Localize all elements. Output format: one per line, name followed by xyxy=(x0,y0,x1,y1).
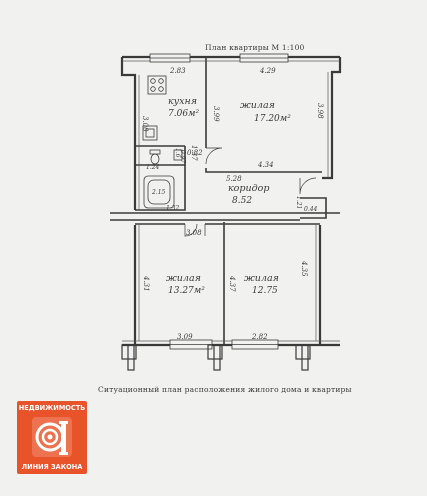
kitchen-sink-icon xyxy=(142,125,158,141)
wall-edges xyxy=(122,60,340,342)
plan-title: План квартиры М 1:100 xyxy=(205,43,305,52)
dim-living-top-right: 3.98 xyxy=(316,103,324,119)
room-area-closet: 0.44 xyxy=(304,206,318,213)
interior-walls xyxy=(110,57,340,345)
dim-corridor-top: 5.28 xyxy=(226,175,242,183)
dim-corridor-side: 1.37 xyxy=(190,145,198,161)
bottom-piers xyxy=(121,344,311,371)
room-area-living-left: 13.27м² xyxy=(168,286,205,296)
washbasin-icon xyxy=(173,149,183,161)
dim-kitchen-top: 2.83 xyxy=(169,67,186,75)
dim-living-left-bottom: 3.09 xyxy=(177,333,193,341)
room-area-living-top: 17.20м² xyxy=(254,114,291,124)
plan-caption: Ситуационный план расположения жилого до… xyxy=(98,385,352,394)
dim-living-left-left: 4.31 xyxy=(142,275,150,292)
dim-living-left-top: 3.08 xyxy=(186,229,202,237)
logo-top-text: НЕДВИЖИМОСТЬ xyxy=(18,404,86,412)
stove-icon xyxy=(147,75,167,95)
dim-living-top-top: 4.29 xyxy=(259,67,276,75)
dim-living-right-bottom: 2.82 xyxy=(251,333,268,341)
dim-corridor-small: 0.82 xyxy=(187,149,203,157)
toilet-icon xyxy=(149,149,161,165)
dim-living-right-left: 4.37 xyxy=(228,275,236,292)
door-swings xyxy=(184,147,317,237)
dim-corridor-right: 1.21 xyxy=(295,196,302,209)
dim-living-top-left: 3.99 xyxy=(212,106,220,122)
room-area-bath: 2.15 xyxy=(151,189,166,196)
room-name-living-left: жилая xyxy=(166,273,201,284)
room-name-corridor: коридор xyxy=(228,183,269,194)
dim-living-right-right: 4.35 xyxy=(300,260,308,277)
dim-wc-side: 1.6 xyxy=(174,148,181,158)
bathtub-icon xyxy=(143,175,175,209)
room-name-kitchen: кухня xyxy=(168,96,197,107)
room-area-wc: 1.24 xyxy=(146,164,160,171)
dim-kitchen-side: 3.00 xyxy=(141,116,149,132)
logo-bottom-text: ЛИНИЯ ЗАКОНА xyxy=(21,463,83,471)
dim-bath-bottom: 1.32 xyxy=(166,205,180,212)
room-name-living-right: жилая xyxy=(244,273,279,284)
dim-wc-small: 0.97 xyxy=(179,150,186,164)
room-area-corridor: 8.52 xyxy=(232,196,252,206)
dim-living-top-bottom: 4.34 xyxy=(257,161,274,169)
room-area-kitchen: 7.06м² xyxy=(168,109,200,119)
windows-top xyxy=(149,53,289,63)
room-area-living-right: 12.75 xyxy=(252,286,278,296)
room-name-living-top: жилая xyxy=(240,100,275,111)
column-emblem-icon xyxy=(32,417,72,457)
agency-logo: НЕДВИЖИМОСТЬ ЛИНИЯ ЗАКОНА xyxy=(17,401,87,474)
